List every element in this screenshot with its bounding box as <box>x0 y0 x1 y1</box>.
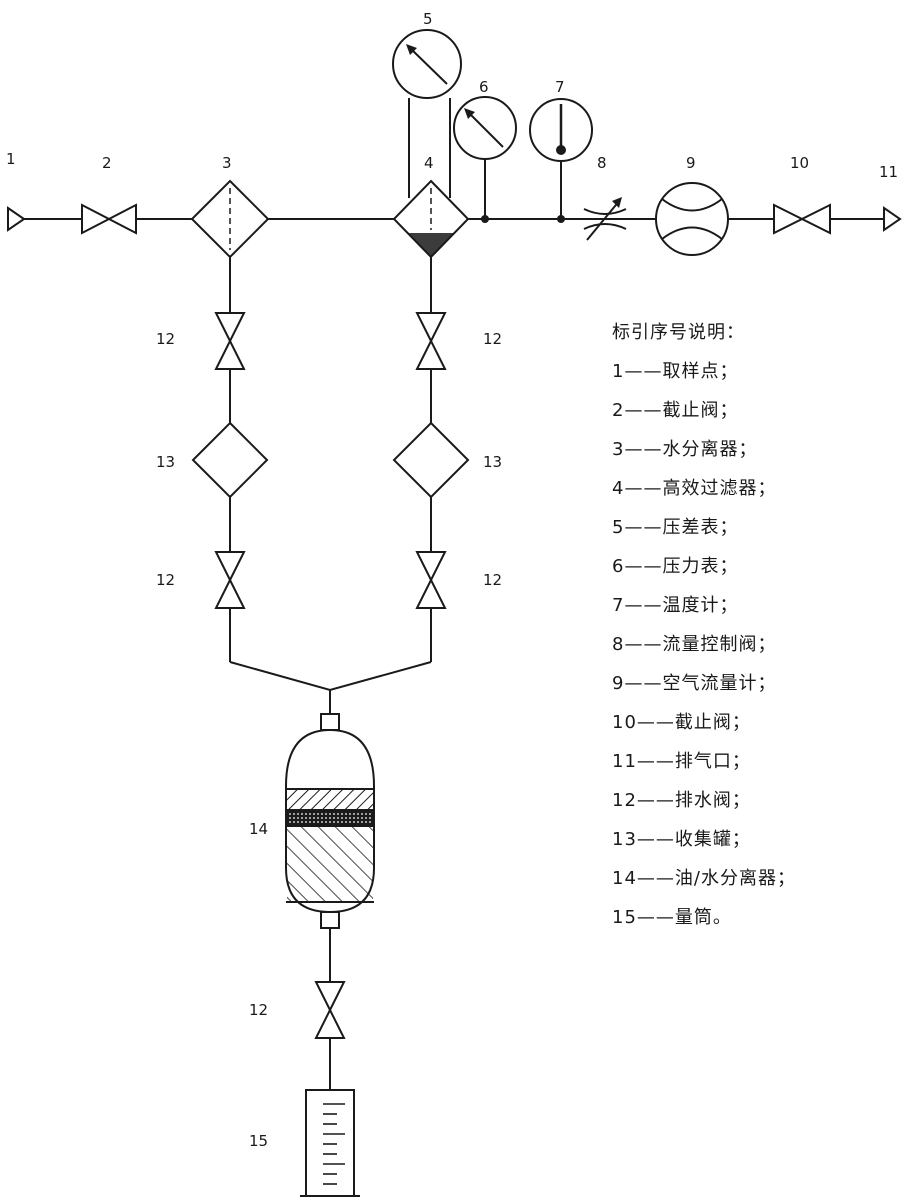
shutoff-valve-2-icon <box>81 203 137 235</box>
label-6: 6 <box>479 78 489 96</box>
oil-water-separator-icon <box>285 713 375 929</box>
collection-tank-left-icon <box>191 421 269 499</box>
legend-item-7: 7——温度计； <box>612 595 739 616</box>
label-5: 5 <box>423 10 433 28</box>
label-15: 15 <box>249 1132 268 1150</box>
label-4: 4 <box>424 154 434 172</box>
label-9: 9 <box>686 154 696 172</box>
water-separator-icon <box>190 179 270 259</box>
air-flow-meter-icon <box>655 182 729 256</box>
differential-pressure-gauge-icon <box>392 29 462 198</box>
label-12-left-bottom: 12 <box>156 571 175 589</box>
label-8: 8 <box>597 154 607 172</box>
label-13-right: 13 <box>483 453 502 471</box>
label-10: 10 <box>790 154 809 172</box>
legend-item-15: 15——量筒。 <box>612 907 732 928</box>
shutoff-valve-10-icon <box>773 203 831 235</box>
legend-item-4: 4——高效过滤器； <box>612 478 777 499</box>
legend-item-14: 14——油/水分离器； <box>612 868 796 889</box>
label-12-right-top: 12 <box>483 330 502 348</box>
legend-item-5: 5——压差表； <box>612 517 739 538</box>
drain-valve-right-bottom-icon <box>415 551 447 609</box>
drain-valve-bottom-icon <box>314 981 346 1039</box>
label-1: 1 <box>6 150 16 168</box>
collection-tank-right-icon <box>392 421 470 499</box>
drain-valve-left-bottom-icon <box>214 551 246 609</box>
label-14: 14 <box>249 820 268 838</box>
sampling-point-icon <box>7 206 26 232</box>
legend-item-3: 3——水分离器； <box>612 439 758 460</box>
legend-item-2: 2——截止阀； <box>612 400 739 421</box>
legend-item-11: 11——排气口； <box>612 751 751 772</box>
label-13-left: 13 <box>156 453 175 471</box>
pressure-gauge-icon <box>453 96 517 223</box>
exhaust-port-icon <box>883 206 902 232</box>
flow-control-valve-icon <box>583 197 627 241</box>
high-efficiency-filter-icon <box>392 179 470 259</box>
legend-item-10: 10——截止阀； <box>612 712 751 733</box>
legend-item-13: 13——收集罐； <box>612 829 751 850</box>
legend-item-8: 8——流量控制阀； <box>612 634 777 655</box>
branch-pipes <box>229 257 432 714</box>
label-12-left-top: 12 <box>156 330 175 348</box>
legend-title: 标引序号说明： <box>612 322 745 343</box>
measuring-cylinder-icon <box>300 1089 360 1197</box>
legend-item-6: 6——压力表； <box>612 556 739 577</box>
legend-item-9: 9——空气流量计； <box>612 673 777 694</box>
legend-item-1: 1——取样点； <box>612 361 739 382</box>
label-12-bottom: 12 <box>249 1001 268 1019</box>
label-3: 3 <box>222 154 232 172</box>
legend-item-12: 12——排水阀； <box>612 790 751 811</box>
drain-valve-right-top-icon <box>415 312 447 370</box>
label-7: 7 <box>555 78 565 96</box>
thermometer-icon <box>529 98 593 223</box>
label-2: 2 <box>102 154 112 172</box>
label-12-right-bottom: 12 <box>483 571 502 589</box>
label-11: 11 <box>879 163 898 181</box>
drain-valve-left-top-icon <box>214 312 246 370</box>
